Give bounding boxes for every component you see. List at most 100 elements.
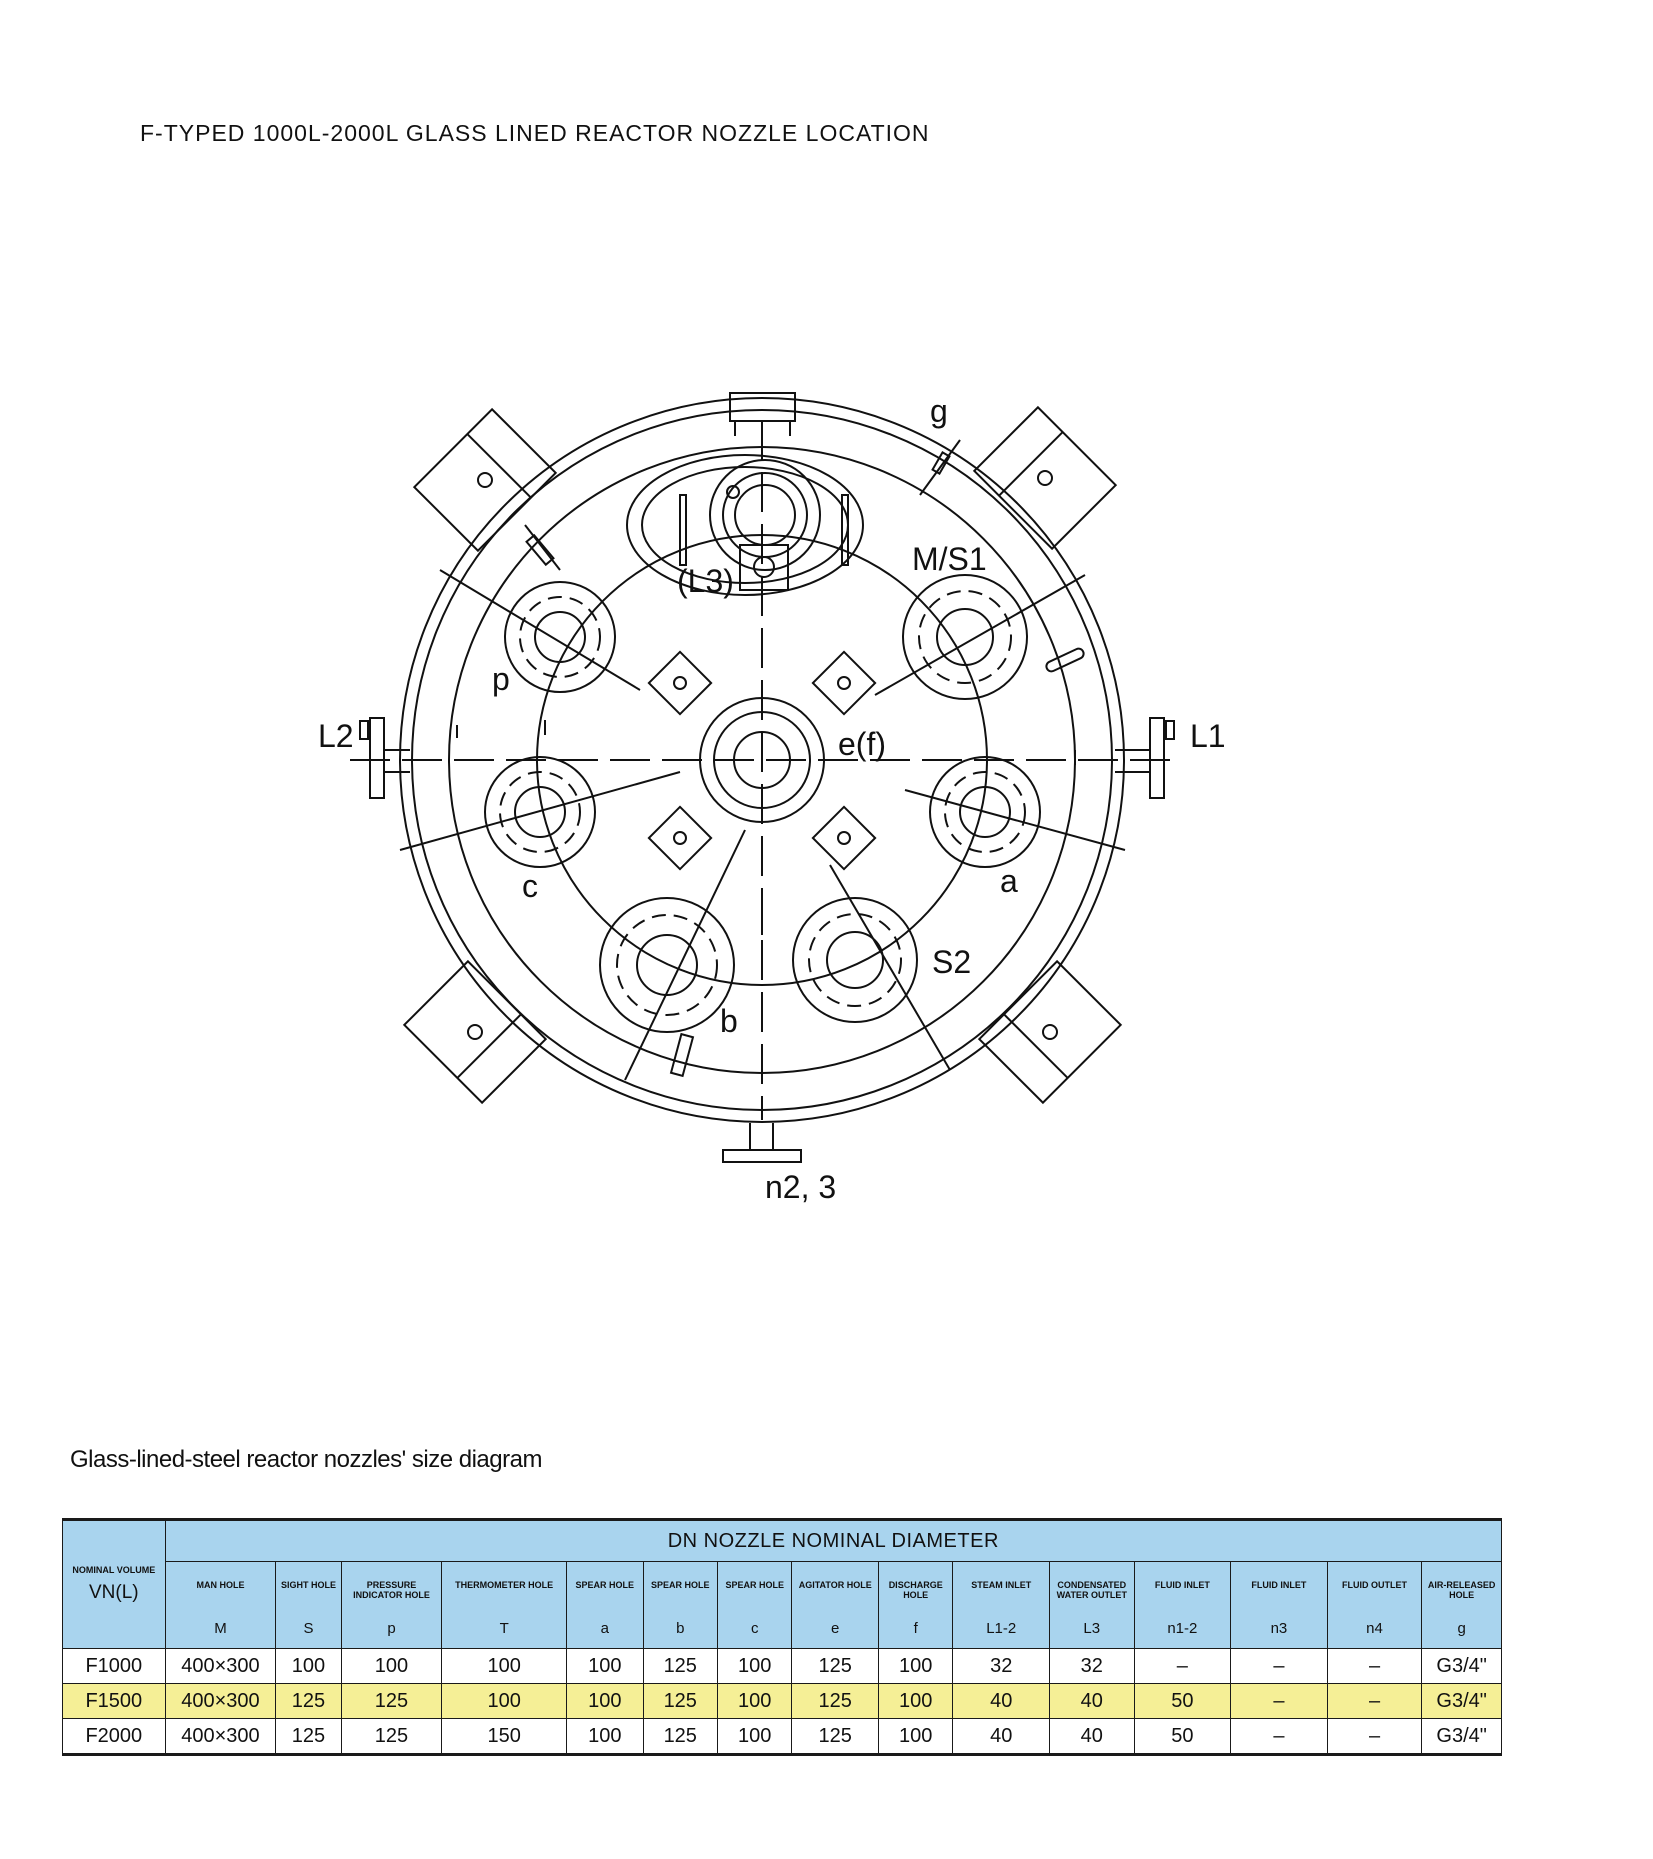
label-g: g	[930, 393, 948, 429]
table-cell: 125	[791, 1648, 879, 1684]
label-n2-3: n2, 3	[765, 1169, 836, 1205]
table-cell: 100	[275, 1648, 342, 1684]
header-nominal-volume: NOMINAL VOLUME VN(L)	[62, 1518, 166, 1649]
table-cell: 100	[566, 1648, 644, 1684]
nozzle-c	[399, 756, 681, 868]
table-cell: 150	[441, 1718, 568, 1756]
volume-cell: F2000	[62, 1718, 166, 1756]
column-header: AIR-RELEASED HOLE g	[1421, 1561, 1502, 1649]
table-cell: 100	[441, 1683, 568, 1719]
column-name: SPEAR HOLE	[725, 1580, 784, 1590]
table-cell: –	[1230, 1718, 1328, 1756]
table-cell: 40	[952, 1718, 1051, 1756]
table-cell: 125	[275, 1718, 342, 1756]
table-cell: 400×300	[164, 1718, 277, 1756]
column-name: SIGHT HOLE	[280, 1580, 336, 1590]
column-symbol: a	[600, 1620, 609, 1637]
column-symbol: n1-2	[1167, 1620, 1198, 1637]
nominal-volume-name: NOMINAL VOLUME	[72, 1565, 156, 1575]
label-l1: L1	[1190, 718, 1226, 754]
table-cell: 100	[566, 1718, 644, 1756]
table-cell: 125	[791, 1683, 879, 1719]
table-cell: 100	[716, 1648, 793, 1684]
label-m-s1: M/S1	[912, 541, 987, 577]
table-cell: –	[1326, 1718, 1423, 1756]
nominal-volume-symbol: VN(L)	[89, 1582, 139, 1603]
table-cell: 125	[275, 1683, 342, 1719]
table-cell: 50	[1133, 1718, 1232, 1756]
support-lug-top-left	[412, 407, 558, 553]
table-cell: –	[1230, 1683, 1328, 1719]
nozzle-p	[439, 569, 641, 693]
table-cell: –	[1326, 1683, 1423, 1719]
table-cell: 125	[340, 1683, 443, 1719]
table-cell: 400×300	[164, 1683, 277, 1719]
column-header: PRESSURE INDICATOR HOLE p	[340, 1561, 443, 1649]
label-l3: (L3)	[677, 563, 734, 599]
label-l2: L2	[318, 718, 354, 754]
nozzle-a	[904, 756, 1126, 868]
table-cell: 100	[566, 1683, 644, 1719]
column-symbol: n4	[1366, 1620, 1383, 1637]
table-cell: 40	[1049, 1683, 1135, 1719]
table-cell: –	[1326, 1648, 1423, 1684]
column-header: FLUID OUTLET n4	[1326, 1561, 1423, 1649]
label-p: p	[492, 661, 510, 697]
column-name: STEAM INLET	[971, 1580, 1032, 1590]
column-symbol: e	[831, 1620, 840, 1637]
support-lug-bottom-right	[977, 959, 1123, 1105]
table-cell: 32	[952, 1648, 1051, 1684]
column-symbol: M	[214, 1620, 227, 1637]
table-cell: 400×300	[164, 1648, 277, 1684]
column-symbol: g	[1457, 1620, 1466, 1637]
support-lug-bottom-left	[402, 959, 548, 1105]
column-symbol: L1-2	[986, 1620, 1017, 1637]
table-cell: –	[1230, 1648, 1328, 1684]
label-s2: S2	[932, 944, 971, 980]
column-header: SIGHT HOLE S	[275, 1561, 342, 1649]
column-name: FLUID INLET	[1251, 1580, 1307, 1590]
table-cell: 125	[642, 1683, 718, 1719]
table-cell: 100	[441, 1648, 568, 1684]
column-name: MAN HOLE	[196, 1580, 245, 1590]
column-header: SPEAR HOLE c	[716, 1561, 793, 1649]
column-symbol: S	[303, 1620, 314, 1637]
column-name: DISCHARGE HOLE	[888, 1580, 943, 1600]
column-header: MAN HOLE M	[164, 1561, 277, 1649]
column-symbol: p	[387, 1620, 396, 1637]
label-e-f: e(f)	[838, 726, 886, 762]
reactor-outer-ring	[399, 397, 1125, 1123]
table-cell: 100	[716, 1683, 793, 1719]
volume-cell: F1000	[62, 1648, 166, 1684]
column-name: SPEAR HOLE	[651, 1580, 710, 1590]
table-cell: 125	[642, 1648, 718, 1684]
table-cell: 100	[877, 1683, 954, 1719]
nozzle-s1	[874, 574, 1086, 700]
table-cell: G3/4"	[1421, 1718, 1502, 1756]
nozzle-size-table: NOMINAL VOLUME VN(L) DN NOZZLE NOMINAL D…	[62, 1518, 1503, 1756]
table-cell: 32	[1049, 1648, 1135, 1684]
label-b: b	[720, 1003, 738, 1039]
column-name: FLUID OUTLET	[1342, 1580, 1407, 1590]
table-cell: G3/4"	[1421, 1683, 1502, 1719]
column-name: AIR-RELEASED HOLE	[1427, 1580, 1496, 1600]
table-cell: 50	[1133, 1683, 1232, 1719]
table-cell: 40	[952, 1683, 1051, 1719]
column-name: PRESSURE INDICATOR HOLE	[353, 1580, 430, 1600]
table-cell: –	[1133, 1648, 1232, 1684]
table-cell: 125	[642, 1718, 718, 1756]
table-cell: 100	[716, 1718, 793, 1756]
column-header: AGITATOR HOLE e	[791, 1561, 879, 1649]
column-name: AGITATOR HOLE	[798, 1580, 872, 1590]
column-name: THERMOMETER HOLE	[455, 1580, 554, 1590]
manhole	[626, 454, 864, 596]
column-symbol: c	[750, 1620, 759, 1637]
